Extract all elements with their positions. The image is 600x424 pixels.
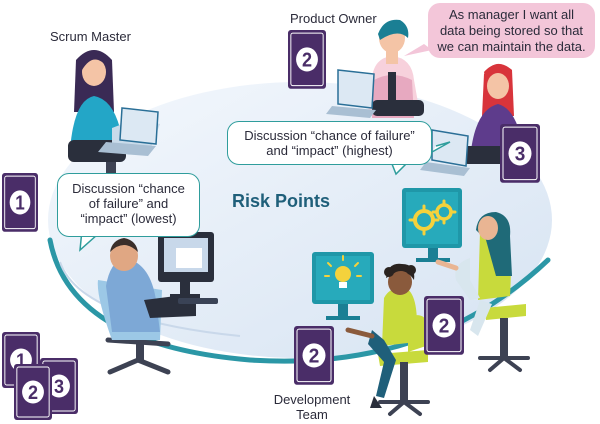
card-red-hair-number: 3 (515, 143, 526, 166)
development-team-label-line1: Development (273, 392, 351, 407)
card-dev-back-number: 2 (439, 315, 450, 338)
svg-text:1: 1 (16, 350, 26, 372)
product-owner-label: Product Owner (290, 11, 377, 26)
developer-bald-figure (97, 232, 218, 375)
monitor-icon (158, 232, 214, 298)
bubble-tail (431, 141, 451, 153)
developer-long-hair-figure (435, 212, 530, 372)
discussion-highest-bubble: Discussion “chance of failure” and “impa… (227, 121, 432, 165)
discussion-lowest-bubble: Discussion “chance of failure” and “impa… (57, 173, 200, 237)
card-deck: 1 3 2 (1, 331, 79, 421)
dev-monitor-gears (402, 188, 462, 262)
card-dev-front-number: 2 (309, 345, 320, 368)
svg-text:3: 3 (54, 376, 64, 398)
card-product-owner: 2 (287, 29, 327, 90)
product-owner-speech-bubble: As manager I want all data being stored … (428, 3, 595, 58)
product-owner-figure (326, 19, 424, 118)
quote-line-3: we can maintain the data. (437, 39, 586, 54)
laptop-icon (98, 107, 159, 156)
quote-line-1: As manager I want all (448, 7, 574, 22)
development-team-label-line2: Team (296, 407, 328, 422)
laptop-icon (420, 129, 470, 176)
card-red-hair: 3 (499, 123, 541, 184)
dev-monitor-lightbulb (312, 252, 374, 320)
discussion-highest-line-2: and “impact” (highest) (266, 143, 393, 158)
gears-icon (408, 199, 457, 236)
discussion-lowest-line-1: Discussion “chance (72, 181, 185, 196)
deck-card-3: 3 (39, 357, 79, 415)
card-dev-front: 2 (293, 325, 335, 386)
risk-points-title: Risk Points (232, 191, 331, 211)
svg-text:2: 2 (28, 382, 38, 404)
discussion-highest-line-1: Discussion “chance of failure” (244, 128, 415, 143)
deck-card-2: 2 (13, 363, 53, 421)
development-team-label: Development Team (262, 392, 362, 422)
bubble-tail (404, 44, 432, 56)
card-product-owner-number: 2 (302, 50, 312, 72)
laptop-icon (326, 69, 376, 118)
scrum-master-label: Scrum Master (50, 29, 131, 44)
quote-line-2: data being stored so that (439, 23, 584, 38)
deck-card-1: 1 (1, 331, 41, 389)
lightbulb-icon (324, 255, 362, 288)
card-left-number: 1 (15, 191, 25, 214)
card-dev-back: 2 (423, 295, 465, 356)
discussion-lowest-line-3: “impact” (lowest) (80, 211, 177, 226)
card-left: 1 (1, 172, 39, 233)
discussion-lowest-line-2: of failure” and (88, 196, 169, 211)
